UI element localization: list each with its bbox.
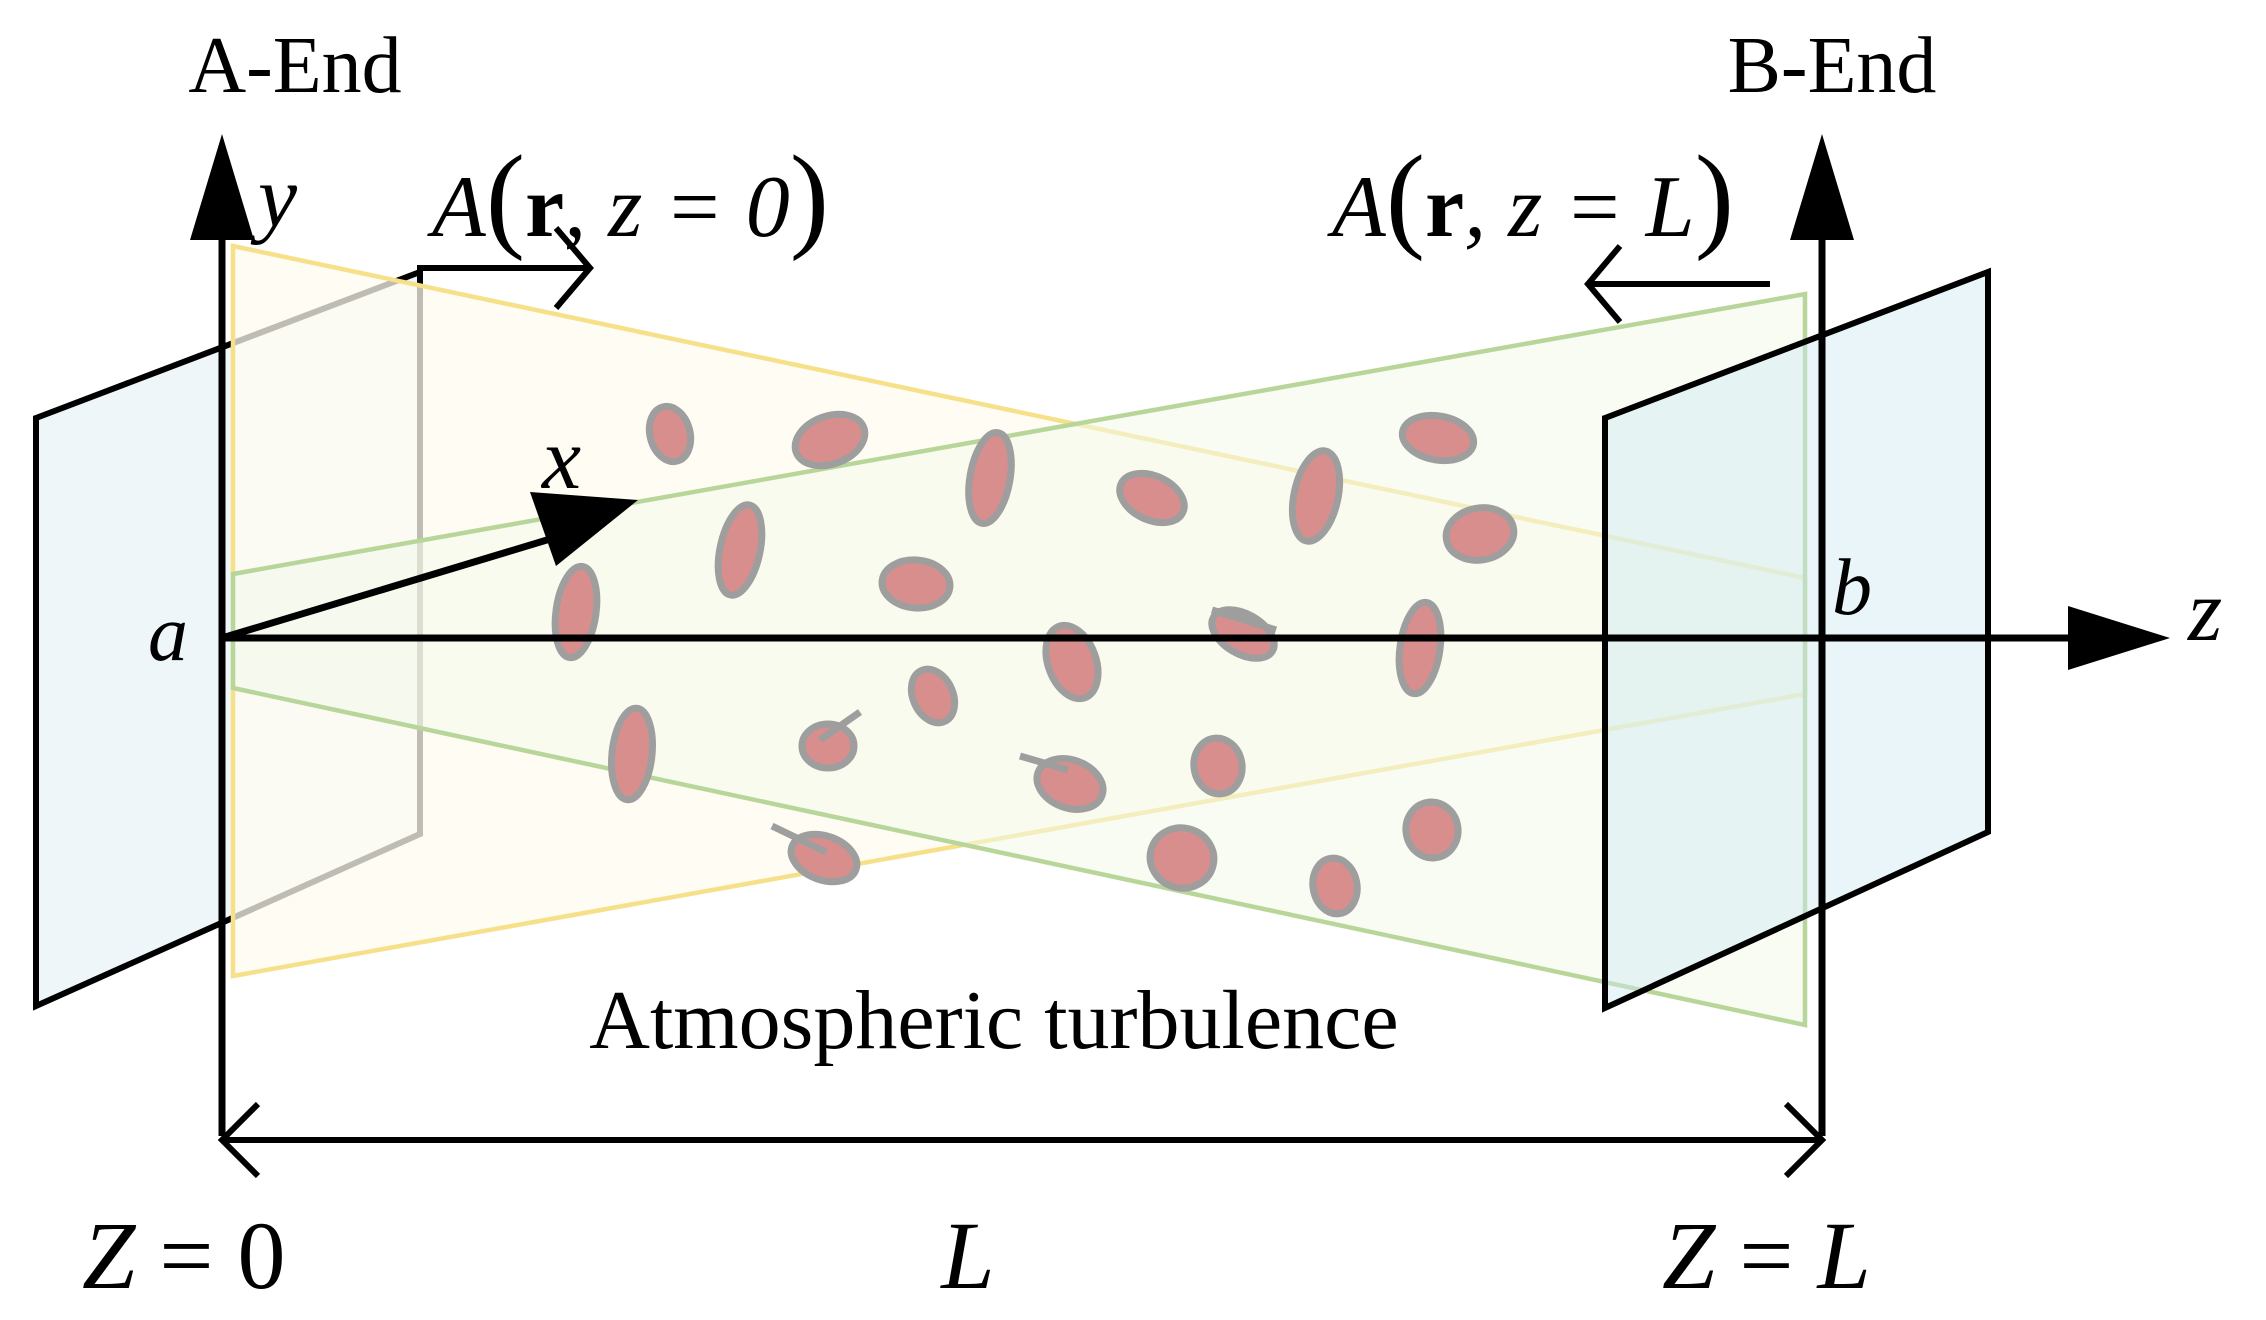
z-axis-arrowhead [2068, 606, 2170, 670]
medium-label: Atmospheric turbulence [589, 974, 1398, 1067]
point-a-label: a [148, 590, 188, 678]
eddy [1288, 447, 1344, 545]
field-a-arrowhead [553, 226, 594, 310]
eddy [1042, 621, 1102, 703]
axes [190, 134, 2170, 1136]
eddy [791, 410, 869, 470]
eddy [1398, 411, 1478, 465]
eddy [1116, 469, 1188, 527]
z0-label: Z = 0 [82, 1202, 286, 1309]
eddy [1309, 854, 1361, 918]
eddy [798, 720, 858, 772]
length-label: L [939, 1202, 994, 1309]
field-a-label: A(r, z = 0) [427, 131, 829, 262]
x-axis-label: x [540, 411, 581, 508]
eddy [1190, 734, 1246, 798]
y-axis-arrowhead [190, 134, 254, 240]
eddy [1442, 504, 1518, 564]
eddy [645, 402, 695, 466]
b-end-label: B-End [1728, 22, 1937, 110]
a-end-label: A-End [188, 22, 401, 110]
field-b-arrowhead [1584, 244, 1623, 324]
turbulence-eddies [551, 402, 1518, 918]
eddy [1402, 798, 1462, 862]
eddy [714, 501, 766, 599]
eddy [907, 665, 959, 727]
eddy [608, 704, 656, 804]
x-axis-line [220, 526, 582, 642]
x-axis-arrowhead [530, 492, 638, 566]
eddy [1395, 598, 1445, 698]
point-b-label: b [1832, 544, 1872, 632]
dimension-left-arrowhead [217, 1101, 261, 1179]
field-b-label: A(r, z = L) [1327, 131, 1734, 262]
eddy [1033, 755, 1107, 813]
y-axis-label: y [250, 149, 298, 246]
eddy [878, 556, 954, 612]
dimension-right-arrowhead [1783, 1101, 1827, 1179]
eddy [965, 429, 1015, 527]
field-arrows [417, 226, 1770, 324]
distance-dimension [217, 1101, 1827, 1179]
zL-label: Z = L [1662, 1202, 1871, 1309]
z-axis-label: z [2187, 563, 2222, 660]
b-end-arrowhead [1790, 134, 1854, 240]
field-a-arrow [417, 265, 588, 276]
eddy [1146, 824, 1218, 892]
